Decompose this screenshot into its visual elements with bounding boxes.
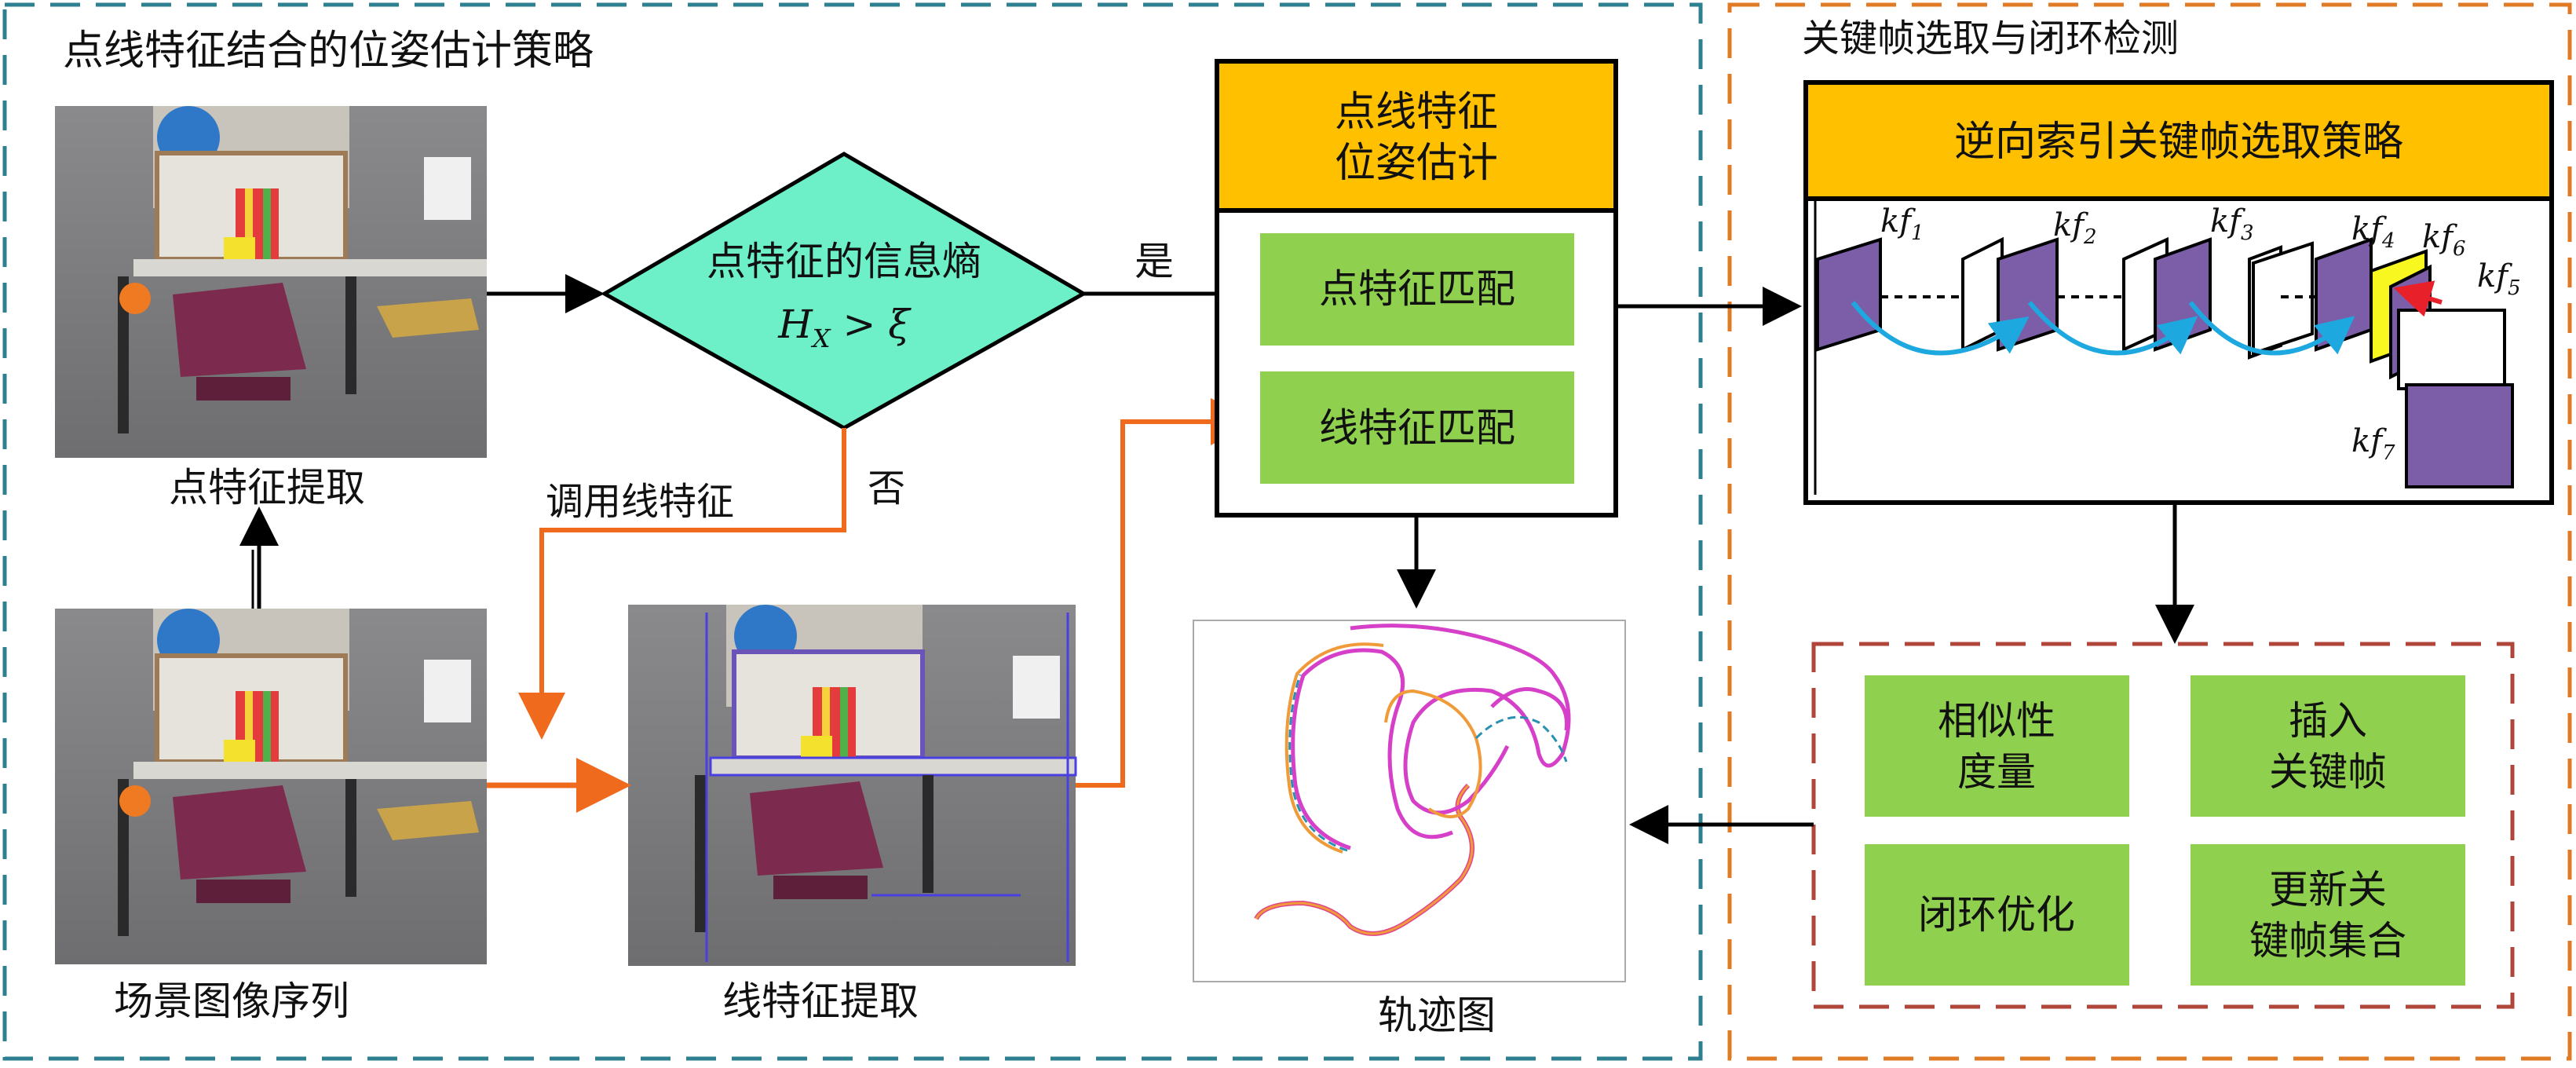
keyframe-4	[2315, 237, 2373, 352]
pose-title-line2: 位姿估计	[1335, 140, 1498, 187]
keyframe-7-blank	[2397, 309, 2506, 390]
keyframe-sequence	[1816, 236, 2514, 488]
similarity-box	[1865, 675, 2129, 817]
call-line-label: 调用线特征	[546, 480, 734, 524]
insert-label-2: 关键帧	[2269, 749, 2387, 795]
no-label: 否	[868, 466, 905, 510]
line-match-box	[1260, 371, 1574, 484]
pose-title-line1: 点线特征	[1335, 89, 1498, 136]
kf3-label: kf3	[2210, 203, 2254, 245]
kf6-label: kf6	[2422, 219, 2466, 261]
point-match-label: 点特征匹配	[1319, 266, 1515, 312]
keyframe-labels: kf1 kf2 kf3 kf4 kf6 kf5 kf7	[1880, 203, 2521, 465]
keyframe-7	[2405, 383, 2514, 488]
kf1-label: kf1	[1880, 203, 1924, 245]
keyframe-2-blank	[1961, 236, 2004, 353]
kf7-label: kf7	[2351, 423, 2395, 465]
line-match-label: 线特征匹配	[1319, 405, 1515, 451]
kf2-label: kf2	[2053, 207, 2097, 249]
trajectory-label: 轨迹图	[1378, 993, 1496, 1038]
yes-label: 是	[1135, 239, 1174, 284]
scene-sequence-image	[55, 609, 487, 964]
right-section-frame	[1727, 2, 2572, 1061]
point-extraction-label: 点特征提取	[169, 465, 365, 510]
insert-keyframe-box	[2191, 675, 2465, 817]
point-extraction-image	[55, 106, 487, 458]
entropy-decision	[600, 152, 1088, 430]
kf4-label: kf4	[2351, 211, 2395, 253]
update-keyframe-box	[2191, 844, 2465, 986]
point-match-box	[1260, 233, 1574, 346]
arrow-no-path	[518, 428, 846, 740]
similarity-label-2: 度量	[1957, 749, 2036, 795]
kf5-label: kf5	[2477, 258, 2521, 300]
trajectory-plot	[1193, 620, 1626, 982]
line-extraction-label: 线特征提取	[722, 978, 919, 1024]
keyframe-strategy-title: 逆向索引关键帧选取策略	[1954, 119, 2403, 166]
loop-optimize-box	[1865, 844, 2129, 986]
decision-formula: HX > ξ	[777, 302, 912, 353]
arrow-line-to-match	[1076, 398, 1258, 788]
loop-optimize-label: 闭环优化	[1918, 892, 2075, 938]
insert-label-1: 插入	[2289, 698, 2367, 744]
similarity-label-1: 相似性	[1938, 698, 2055, 744]
update-label-1: 更新关	[2269, 867, 2387, 913]
keyframe-strategy-header	[1803, 80, 2554, 201]
line-extraction-image	[628, 605, 1077, 966]
keyframe-1	[1816, 237, 1882, 352]
left-section-title: 点线特征结合的位姿估计策略	[63, 27, 594, 75]
scene-sequence-label: 场景图像序列	[114, 978, 349, 1024]
update-label-2: 键帧集合	[2249, 918, 2406, 964]
pose-estimation-header	[1215, 59, 1618, 213]
decision-text: 点特征的信息熵	[707, 239, 981, 284]
keyframe-3	[2154, 237, 2212, 352]
right-section-title: 关键帧选取与闭环检测	[1802, 16, 2179, 60]
left-section-frame	[2, 2, 1703, 1061]
